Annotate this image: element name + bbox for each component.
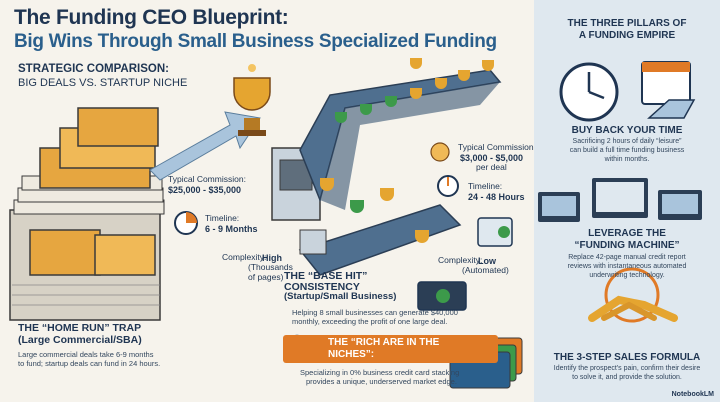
pillar-3-title: THE 3-STEP SALES FORMULA bbox=[553, 352, 701, 363]
pillar-2-body-2: reviews with instantaneous automated bbox=[567, 263, 687, 270]
base-hit-heading-sub: (Startup/Small Business) bbox=[284, 291, 397, 302]
base-hit-complexity-note: (Automated) bbox=[462, 265, 509, 275]
pillar-3-body-1: Identify the prospect's pain, confirm th… bbox=[553, 365, 701, 372]
home-run-body-1: Large commercial deals take 6-9 months bbox=[18, 350, 154, 359]
calendar-icon bbox=[641, 61, 691, 105]
comparison-subheading: BIG DEALS VS. STARTUP NICHE bbox=[18, 77, 188, 89]
growth-arrow-icon bbox=[149, 111, 261, 181]
conveyor-machine-icon bbox=[271, 69, 502, 276]
pillar-1-title: BUY BACK YOUR TIME bbox=[571, 125, 683, 136]
phone-check-icon bbox=[417, 281, 467, 311]
base-hit-heading: THE “BASE HIT” bbox=[284, 270, 368, 282]
home-run-commission-label: Typical Commission: bbox=[168, 174, 246, 184]
timeline-clock-icon bbox=[174, 211, 198, 235]
large-trophy-icon bbox=[233, 64, 271, 136]
dollar-coin-icon bbox=[430, 142, 450, 162]
home-run-complexity-value: High bbox=[262, 253, 282, 263]
paper-stack-icon bbox=[9, 107, 165, 321]
base-hit-complexity-value: Low bbox=[478, 256, 496, 266]
page-title: The Funding CEO Blueprint: bbox=[14, 6, 289, 29]
niches-banner bbox=[283, 335, 498, 363]
base-hit-commission-label: Typical Commission: bbox=[458, 142, 536, 152]
pillar-1-body-3: within months. bbox=[604, 156, 650, 163]
clock-icon bbox=[559, 62, 619, 122]
home-run-commission-value: $25,000 - $35,000 bbox=[168, 185, 242, 195]
base-hit-heading-2: CONSISTENCY bbox=[284, 281, 360, 293]
base-hit-commission-unit: per deal bbox=[476, 162, 507, 172]
pillar-2-title: LEVERAGE THE bbox=[588, 228, 666, 239]
beach-chair-icon bbox=[647, 99, 696, 119]
base-hit-body-1: Helping 8 small businesses can generate … bbox=[292, 308, 458, 317]
niches-banner-title: THE “RICH ARE IN THE bbox=[328, 337, 440, 348]
base-hit-timeline-value: 24 - 48 Hours bbox=[468, 192, 525, 202]
small-trophies-icon bbox=[320, 58, 494, 243]
tablet-check-icon bbox=[477, 217, 513, 247]
pillar-2-title-2: “FUNDING MACHINE” bbox=[574, 240, 680, 251]
home-run-complexity-label: Complexity: bbox=[222, 252, 267, 262]
home-run-heading: THE “HOME RUN” TRAP bbox=[18, 322, 142, 334]
home-run-body-2: to fund; startup deals can fund in 24 ho… bbox=[18, 359, 161, 368]
pillars-heading: THE THREE PILLARS OF bbox=[567, 18, 687, 29]
pillars-illustration bbox=[538, 61, 702, 323]
pillar-2-body-1: Replace 42-page manual credit report bbox=[568, 254, 686, 261]
page-subtitle: Big Wins Through Small Business Speciali… bbox=[14, 31, 497, 52]
base-hit-commission-value: $3,000 - $5,000 bbox=[460, 153, 524, 163]
dashboard-icon bbox=[538, 178, 702, 222]
home-run-complexity-note: (Thousands of pages) bbox=[248, 262, 293, 282]
comparison-heading: STRATEGIC COMPARISON: bbox=[18, 63, 169, 75]
home-run-timeline-label: Timeline: bbox=[205, 213, 240, 223]
stopwatch-icon bbox=[437, 175, 459, 197]
niches-body-2: provides a unique, underserved market ed… bbox=[306, 377, 457, 386]
illustration bbox=[9, 58, 523, 389]
niches-body-1: Specializing in 0% business credit card … bbox=[300, 368, 460, 377]
base-hit-complexity-label: Complexity: bbox=[438, 255, 483, 265]
base-hit-body-2: monthly, exceeding the profit of one lar… bbox=[292, 317, 448, 326]
footer-brand: NotebookLM bbox=[671, 391, 714, 398]
pillar-1-body-2: can build a full time funding business bbox=[569, 147, 685, 154]
pillar-2-body-3: underwriting technology. bbox=[589, 272, 665, 279]
pillar-3-body-2: to solve it, and provide the solution. bbox=[572, 374, 682, 381]
pillar-1-body-1: Sacrificing 2 hours of daily “leisure” bbox=[572, 138, 682, 145]
home-run-heading-sub: (Large Commercial/SBA) bbox=[18, 334, 142, 346]
handshake-icon bbox=[588, 267, 678, 323]
base-hit-timeline-label: Timeline: bbox=[468, 181, 503, 191]
niches-banner-title-2: NICHES”: bbox=[328, 349, 375, 360]
pillars-heading-2: A FUNDING EMPIRE bbox=[578, 30, 676, 41]
home-run-timeline-value: 6 - 9 Months bbox=[205, 224, 258, 234]
